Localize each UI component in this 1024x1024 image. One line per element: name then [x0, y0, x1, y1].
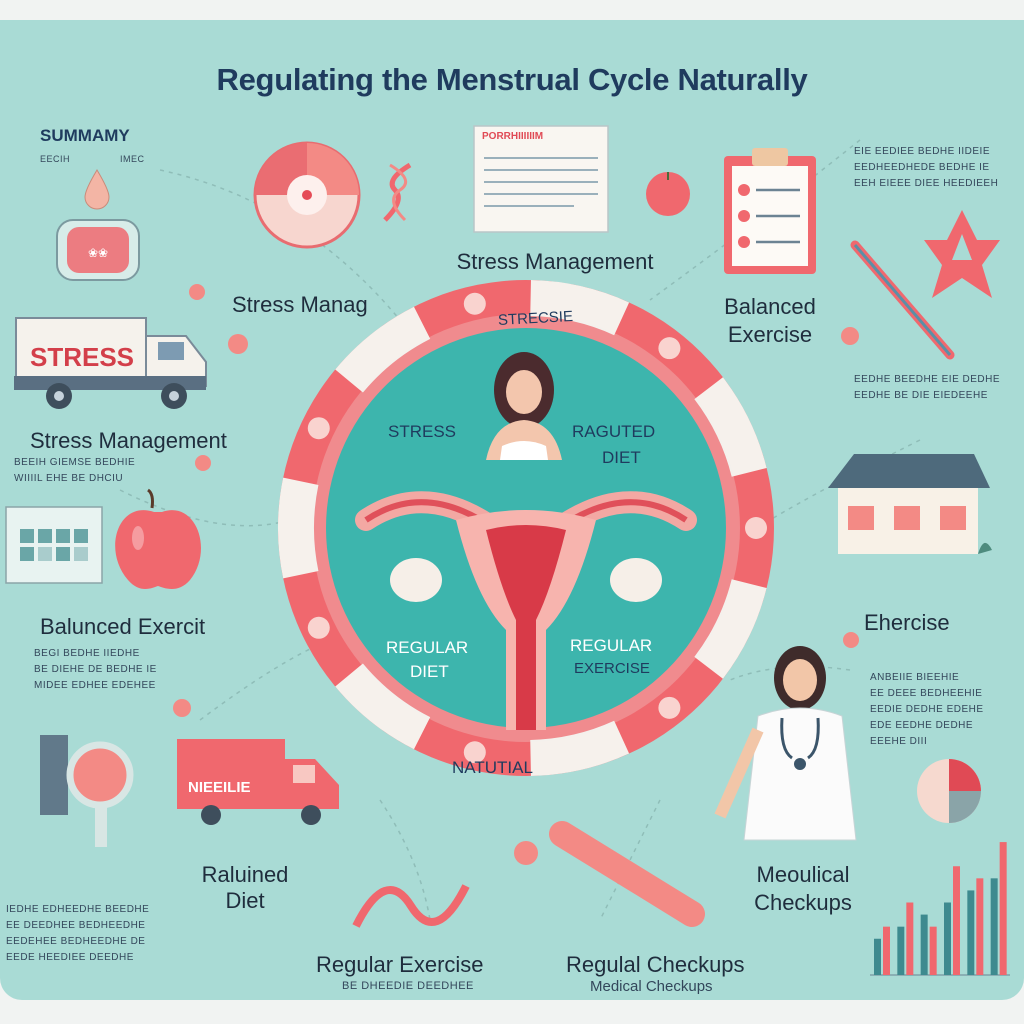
balanced-exercise-line-1: Balanced [724, 294, 816, 319]
regular-checkups-label: Regulal Checkups [566, 952, 745, 977]
dna-icon [383, 162, 412, 222]
chart-bar [920, 914, 928, 975]
doctor-note-1: ANBEIIE BIEEHIE [870, 672, 960, 683]
medical-checkups-line-1: Meoulical [756, 862, 850, 887]
chart-bar [990, 878, 998, 975]
regular-exercise-sub: BE DHEEDIE DEEDHEE [342, 980, 474, 992]
stress-heading-left: Stress Management [30, 428, 227, 453]
ring-segment [694, 579, 767, 679]
chart-bar [944, 902, 951, 975]
bar-chart [870, 842, 1010, 976]
ring-segment [335, 663, 431, 750]
exercise-body-3: MIDEE EDHEE EDEHEE [34, 680, 156, 691]
raluined-diet-line-2: Diet [225, 888, 265, 913]
stress-truck-icon [14, 317, 207, 409]
bottom-left-note-1: IEDHE EDHEEDHE BEEDHE [6, 904, 150, 915]
summary-title: SUMMAMY [40, 126, 130, 145]
stress-body-1: BEEIH GIEMSE BEDHIE [14, 457, 136, 468]
ring-raguted-line-2: DIET [602, 448, 641, 467]
ring-segment-icon [745, 517, 767, 539]
ring-regular-diet-line-1: REGULAR [386, 638, 469, 657]
bottom-left-note-4: EEDE HEEDIEE DEEDHE [6, 952, 134, 963]
infographic-canvas: Regulating the Menstrual Cycle Naturally… [0, 20, 1024, 1000]
balanced-exercise-line-2: Exercise [727, 322, 813, 347]
pie-cycle-icon [253, 141, 361, 249]
summary-sub-b: IMEC [120, 154, 145, 164]
chart-bar [976, 878, 984, 975]
ring-segment-icon [463, 292, 486, 315]
exercise-body-2: BE DIEHE DE BEDHE IE [34, 664, 157, 675]
calendar-icon [5, 506, 103, 584]
chart-bar [897, 926, 905, 975]
svg-text:❀❀: ❀❀ [88, 246, 108, 260]
document-icon [473, 125, 609, 233]
stress-manag-label: Stress Manag [232, 292, 368, 317]
chart-bar [929, 926, 937, 975]
chart-bar [906, 902, 914, 975]
stress-management-center-label: Stress Management [456, 249, 654, 274]
right-note-3: EEH EIEEE DIEE HEEDIEEH [854, 178, 999, 189]
tomato-icon [646, 172, 690, 216]
pencil-icon [850, 240, 955, 360]
chart-bar [953, 866, 960, 975]
doctor-figure-icon [714, 646, 857, 841]
woman-figure-icon [486, 352, 562, 460]
doctor-note-4: EDE EEDHE DEDHE [870, 720, 974, 731]
bottom-left-note-2: EE DEEDHEE BEDHEEDHE [6, 920, 146, 931]
right-note-5: EEDHE BE DIE EIEDEEHE [854, 390, 988, 401]
summary-sub-a: EECIH [40, 154, 71, 164]
ring-regular-exercise-line-2: EXERCISE [574, 660, 650, 677]
truck-sign: STRESS [30, 342, 135, 372]
ring-segment-icon [307, 616, 330, 639]
ring-regular-exercise-line-1: REGULAR [570, 636, 653, 655]
ring-segment [530, 280, 630, 336]
exercise-heading-left: Balunced Exercit [40, 614, 206, 639]
water-glass-icon: ❀❀ [56, 169, 140, 281]
ring-segment [278, 477, 319, 579]
ribbon-icon [549, 821, 705, 927]
delivery-van-icon [177, 739, 339, 825]
van-sign: NIEEILIE [188, 779, 251, 796]
chart-bar [874, 938, 881, 975]
clipboard-icon [724, 148, 816, 274]
raluined-diet-line-1: Raluined [201, 862, 289, 887]
chart-bar [883, 926, 890, 975]
uterus-illustration [355, 491, 697, 730]
right-note-2: EEDHEEDHEDE BEDHE IE [854, 162, 990, 173]
magnifier-icon [40, 735, 134, 847]
exercise-body-1: BEGI BEDHE IIEDHE [34, 648, 140, 659]
house-icon [828, 454, 992, 554]
ring-segment-icon [658, 696, 681, 719]
ring-segment [694, 377, 767, 477]
ring-raguted-line-1: RAGUTED [572, 422, 656, 441]
ring-segment-icon [307, 417, 330, 440]
ring-segment-icon [658, 337, 681, 360]
ring-regular-diet-line-2: DIET [410, 662, 449, 681]
ring-stress-label: STRESS [388, 422, 457, 441]
regular-checkups-sub: Medical Checkups [590, 978, 713, 995]
document-header: PORRHIIIIIIM [482, 131, 544, 142]
apple-icon [115, 488, 201, 589]
regular-exercise-label: Regular Exercise [316, 952, 484, 977]
ehercise-label: Ehercise [864, 610, 950, 635]
chart-bar [967, 890, 975, 975]
doctor-note-3: EEDIE DEDHE EDEHE [870, 704, 984, 715]
small-pie-icon [917, 759, 981, 823]
ring-bottom-segment: NATUTIAL [452, 758, 533, 777]
ring-segment [335, 306, 431, 393]
page-title: Regulating the Menstrual Cycle Naturally [216, 62, 808, 97]
right-note-4: EEDHE BEEDHE EIE DEDHE [854, 374, 1001, 385]
ring-segment [530, 720, 630, 776]
chart-bar [999, 842, 1007, 975]
bottom-left-note-3: EEDEHEE BEDHEEDHE DE [6, 936, 146, 947]
right-note-1: EIE EEDIEE BEDHE IIDEIE [854, 146, 990, 157]
wave-tape-icon [352, 884, 470, 928]
ring-segment-icon [463, 741, 486, 764]
star-icon [924, 210, 1000, 298]
medical-checkups-line-2: Checkups [754, 890, 852, 915]
doctor-note-5: EEEHE DIII [870, 736, 928, 747]
stress-body-2: WIIIIL EHE BE DHCIU [14, 473, 124, 484]
doctor-note-2: EE DEEE BEDHEEHIE [870, 688, 983, 699]
